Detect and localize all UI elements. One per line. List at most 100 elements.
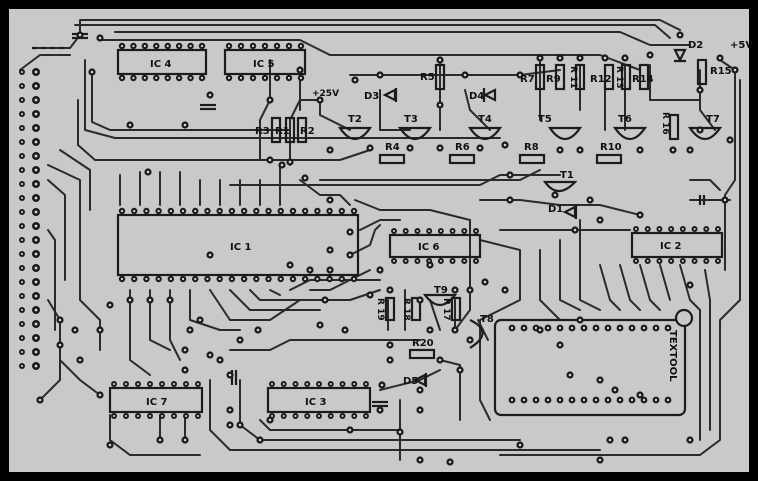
textool-pin-hole: [558, 398, 562, 402]
via-hole: [238, 423, 242, 427]
via-hole: [458, 368, 462, 372]
via-hole: [268, 98, 272, 102]
ic1-pin-hole: [145, 277, 148, 281]
ic4-pin-hole: [132, 44, 135, 48]
via-hole: [380, 383, 384, 387]
ic1-pin-hole: [279, 277, 282, 281]
ic2-pin-hole: [634, 259, 638, 263]
edge-pad-hole: [20, 350, 24, 354]
ic6-pin-hole: [416, 229, 419, 233]
textool-pin-hole: [618, 398, 622, 402]
via-hole: [463, 73, 467, 77]
via-hole: [343, 328, 347, 332]
label-r5: R5: [420, 72, 435, 83]
edge-pad-hole: [20, 196, 24, 200]
via-hole: [318, 98, 322, 102]
ic1-pin-hole: [242, 209, 246, 213]
ic3-pin-hole: [306, 414, 309, 418]
label-r9: R9: [546, 74, 561, 85]
via-hole: [258, 438, 262, 442]
via-hole: [418, 298, 422, 302]
ic-bodies: [108, 48, 724, 417]
ic1-pin-hole: [352, 209, 356, 213]
ic6-pin-hole: [392, 259, 396, 263]
r12-body: [603, 63, 615, 91]
via-hole: [428, 263, 432, 267]
label-r15: R15: [710, 66, 732, 77]
via-hole: [578, 56, 582, 60]
via-hole: [478, 146, 482, 150]
via-hole: [613, 388, 617, 392]
ic5-body: [223, 48, 307, 76]
ic7-pin-hole: [124, 414, 128, 418]
edge-pad-hole: [34, 350, 38, 354]
via-hole: [268, 158, 272, 162]
ic3-pin-hole: [294, 414, 297, 418]
textool-pin-hole: [642, 398, 646, 402]
via-hole: [308, 268, 312, 272]
via-hole: [518, 443, 522, 447]
ic1-pin-hole: [157, 277, 160, 281]
ic1-pin-hole: [218, 209, 221, 213]
via-hole: [718, 56, 722, 60]
edge-connector: [19, 68, 40, 370]
ic3-pin-hole: [341, 414, 344, 418]
edge-pad-hole: [20, 336, 24, 340]
via-hole: [348, 428, 352, 432]
t4-outline: [467, 126, 503, 141]
label-r7: R7: [520, 74, 535, 85]
r2-body: [296, 116, 308, 144]
label-r19: R 19: [375, 298, 385, 321]
via-hole: [198, 318, 202, 322]
label-ic3: IC 3: [305, 397, 327, 408]
ic5-pin-hole: [299, 44, 303, 48]
ic2-pin-hole: [693, 227, 696, 231]
ic1-pin-hole: [328, 277, 331, 281]
via-hole: [288, 263, 292, 267]
label-r6: R6: [455, 142, 470, 153]
ic4-pin-hole: [200, 76, 204, 80]
r4-body: [378, 153, 406, 165]
silkscreen-labels: IC 4 IC 5 IC 1 IC 6 IC 2 IC 7 IC 3 TEXTO…: [146, 40, 753, 408]
via-hole: [188, 328, 192, 332]
via-hole: [453, 328, 457, 332]
ic1-pin-hole: [340, 209, 343, 213]
ic3-pin-hole: [329, 382, 332, 386]
ic5-pin-hole: [227, 44, 231, 48]
ic5-pin-hole: [251, 76, 255, 80]
r15-body: [696, 58, 708, 86]
edge-pad-hole: [20, 70, 24, 74]
via-hole: [268, 418, 272, 422]
ic6-pin-hole: [451, 229, 454, 233]
label-t9: T9: [434, 285, 448, 296]
ic4-pin-hole: [155, 44, 158, 48]
via-hole: [573, 228, 577, 232]
label-plus25v: +25V: [312, 89, 339, 99]
textool-pin-hole: [522, 326, 526, 330]
ic1-pin-hole: [206, 209, 209, 213]
via-hole: [678, 33, 682, 37]
r14-body: [638, 63, 650, 91]
textool-pin-hole: [546, 326, 550, 330]
via-hole: [208, 353, 212, 357]
via-hole: [598, 378, 602, 382]
ic1-pin-hole: [133, 277, 136, 281]
ic1-pin-hole: [169, 277, 172, 281]
ic5-pin-hole: [239, 76, 243, 80]
textool-pin-hole: [630, 398, 634, 402]
r5-body: [434, 63, 446, 91]
via-hole: [218, 358, 222, 362]
edge-pad-hole: [20, 322, 24, 326]
label-plus5v: +5V: [730, 40, 753, 51]
textool-pin-hole: [582, 398, 586, 402]
ic3-pin-hole: [364, 414, 368, 418]
via-hole: [348, 230, 352, 234]
label-d1: D1: [548, 204, 563, 215]
ic5-pin-hole: [263, 76, 267, 80]
via-hole: [228, 423, 232, 427]
ic1-pin-hole: [194, 209, 197, 213]
ic5-pin-hole: [263, 44, 267, 48]
via-hole: [418, 458, 422, 462]
label-r13: R 13: [614, 66, 624, 89]
via-hole: [238, 338, 242, 342]
